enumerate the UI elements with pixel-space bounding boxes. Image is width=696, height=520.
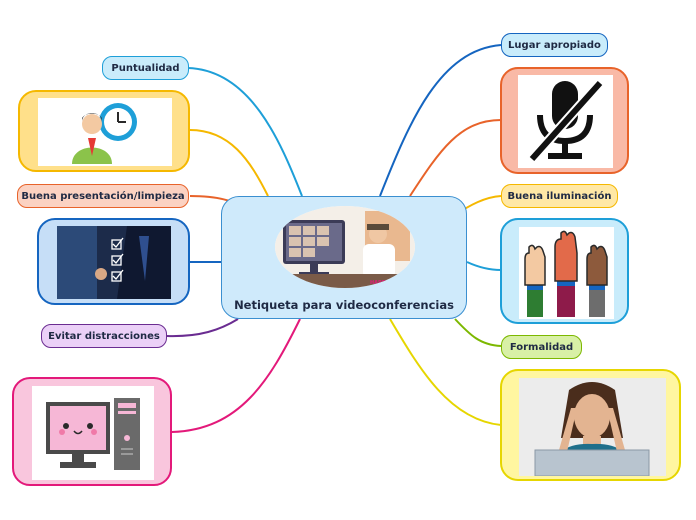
- connector-clock-card: [189, 129, 269, 197]
- topic-buena-iluminacion-label: Buena iluminación: [507, 190, 612, 202]
- happy-logo-text: HAPPY: [370, 280, 389, 286]
- topic-formalidad[interactable]: Formalidad: [501, 335, 582, 359]
- computer-card[interactable]: [12, 377, 172, 486]
- connector-formalidad: [454, 318, 502, 347]
- connector-woman-card: [389, 318, 502, 426]
- muted-mic-card[interactable]: [500, 67, 629, 174]
- topic-formalidad-label: Formalidad: [509, 341, 574, 353]
- raised-hands-image: [519, 227, 614, 319]
- topic-buena-presentacion[interactable]: Buena presentación/limpieza: [17, 184, 189, 208]
- connector-puntualidad: [187, 67, 303, 197]
- connector-hands-card: [466, 261, 502, 271]
- person-clock-image: [38, 98, 172, 166]
- topic-buena-iluminacion[interactable]: Buena iluminación: [501, 184, 618, 208]
- connector-distracciones: [166, 318, 239, 338]
- topic-evitar-distracciones[interactable]: Evitar distracciones: [41, 324, 167, 348]
- muted-microphone-image: [518, 75, 613, 168]
- topic-puntualidad-label: Puntualidad: [111, 62, 180, 74]
- raised-hands-card[interactable]: [500, 218, 629, 324]
- topic-buena-presentacion-label: Buena presentación/limpieza: [21, 190, 185, 202]
- connector-mic-card: [409, 119, 502, 197]
- central-topic[interactable]: HAPPY Netiqueta para videoconferencias: [221, 196, 467, 319]
- connector-lugar: [379, 44, 502, 197]
- businessman-checklist-image: [57, 226, 171, 299]
- connector-computer-card: [171, 318, 301, 433]
- topic-lugar-apropiado[interactable]: Lugar apropiado: [501, 33, 608, 57]
- businessman-card[interactable]: [37, 218, 190, 305]
- topic-evitar-distracciones-label: Evitar distracciones: [48, 330, 160, 342]
- stressed-woman-image: [519, 378, 666, 476]
- central-image: HAPPY: [275, 206, 415, 288]
- cute-computer-image: [32, 386, 154, 480]
- clock-person-card[interactable]: [18, 90, 190, 172]
- topic-puntualidad[interactable]: Puntualidad: [102, 56, 189, 80]
- central-title: Netiqueta para videoconferencias: [234, 298, 454, 312]
- stressed-woman-card[interactable]: [500, 369, 681, 481]
- topic-lugar-apropiado-label: Lugar apropiado: [508, 39, 601, 51]
